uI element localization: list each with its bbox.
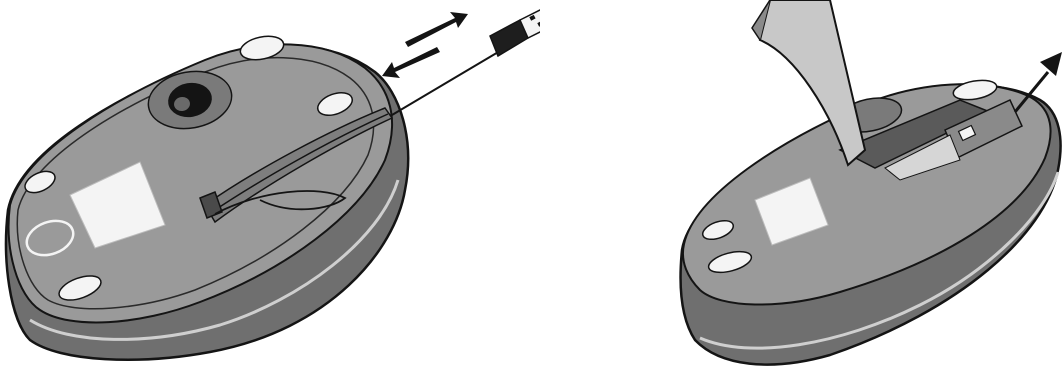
arrow-pull-out bbox=[405, 12, 468, 47]
mouse-bottom-face bbox=[7, 43, 393, 324]
battery-cover-edge bbox=[751, 0, 771, 41]
label-sticker-right bbox=[754, 177, 829, 246]
cable-channel-groove bbox=[211, 113, 389, 213]
label-sticker bbox=[69, 161, 166, 249]
arrow-push-in bbox=[382, 47, 440, 78]
right-panel-battery-cover-open bbox=[679, 0, 1062, 366]
foot-pad-bottom-right bbox=[707, 250, 753, 274]
cover-hinge-wedge bbox=[884, 134, 961, 181]
foot-pad-bottom bbox=[58, 275, 102, 301]
usb-connector bbox=[489, 9, 540, 58]
foot-pad-left bbox=[24, 170, 56, 194]
push-pull-arrows bbox=[382, 12, 468, 78]
usb-cable bbox=[391, 47, 506, 116]
foot-pad-top-right bbox=[952, 79, 998, 101]
edge-highlight bbox=[29, 179, 400, 341]
edge-highlight-right bbox=[699, 171, 1060, 350]
foot-pad-right bbox=[316, 92, 354, 116]
sensor-lens-glint bbox=[174, 96, 190, 112]
cable-channel bbox=[204, 107, 394, 224]
cable-loop bbox=[214, 190, 347, 215]
power-switch-ring bbox=[25, 219, 75, 257]
cable-clip bbox=[199, 191, 223, 219]
foot-pad-left-right bbox=[701, 219, 735, 241]
lift-out-arrow bbox=[1013, 52, 1062, 113]
stored-usb-receiver bbox=[957, 124, 977, 142]
battery-cover-lid bbox=[758, 0, 867, 167]
left-panel-mouse-underside bbox=[4, 9, 540, 361]
foot-pad-top bbox=[239, 35, 285, 61]
